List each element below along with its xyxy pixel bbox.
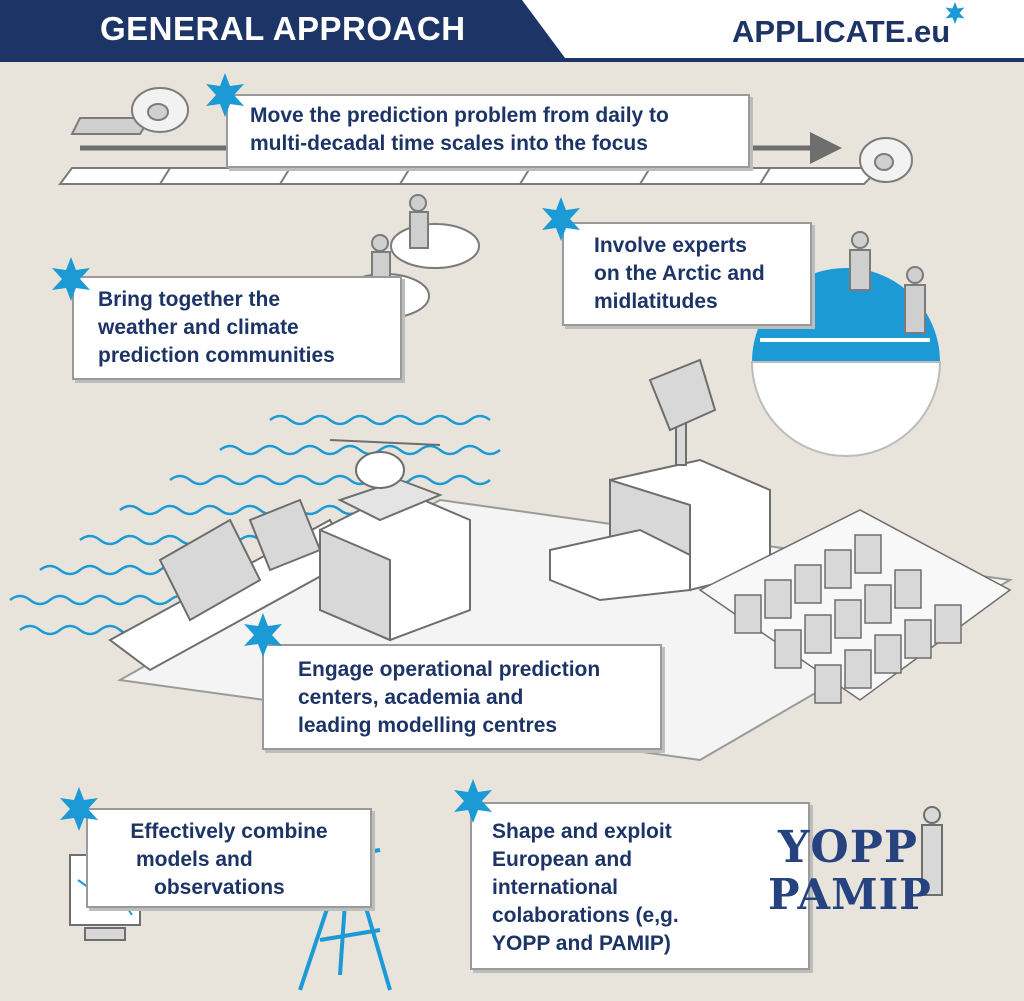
box-time-scales: Move the prediction problem from daily t… xyxy=(226,94,750,168)
page-title: GENERAL APPROACH xyxy=(100,10,466,47)
arrow-icon xyxy=(810,132,842,164)
pamip-logo: PAMIP xyxy=(768,870,932,919)
box-line: Shape and exploit xyxy=(492,820,672,843)
box-models-observations: Effectively combine models and observati… xyxy=(86,808,372,908)
film-roll-icon xyxy=(131,87,913,183)
box-line: multi-decadal time scales into the focus xyxy=(250,132,648,155)
box-line: Bring together the xyxy=(98,288,280,311)
box-line: international xyxy=(492,876,619,899)
box-line: weather and climate xyxy=(98,316,299,339)
box-line: Effectively combine xyxy=(130,820,328,843)
box-engage: Engage operational prediction centers, a… xyxy=(262,644,662,750)
star-icon xyxy=(542,197,580,241)
star-icon xyxy=(52,257,90,301)
applicate-logo: APPLICATE.eu xyxy=(732,14,951,49)
box-line: midlatitudes xyxy=(594,290,718,313)
box-experts: Involve experts on the Arctic and midlat… xyxy=(562,222,812,326)
star-icon xyxy=(244,613,282,657)
building-icon xyxy=(319,478,471,642)
box-line: Move the prediction problem from daily t… xyxy=(250,104,669,127)
server-rack-icon xyxy=(698,509,1012,704)
box-line: European and xyxy=(492,848,633,871)
box-line: Involve experts xyxy=(594,234,747,257)
box-line: models and xyxy=(136,848,253,871)
antenna-icon xyxy=(648,358,717,466)
globe-icon xyxy=(750,231,942,457)
ship-icon xyxy=(108,498,352,672)
logo-star-icon xyxy=(945,2,965,24)
star-icon xyxy=(60,787,98,831)
office-building xyxy=(549,458,771,602)
star-icon xyxy=(454,779,492,823)
star-icon xyxy=(206,73,244,117)
box-line: prediction communities xyxy=(98,344,335,367)
box-collaborations: Shape and exploit European and internati… xyxy=(470,802,810,970)
box-line: colaborations (e,g. xyxy=(492,904,679,927)
scene-illustration xyxy=(9,87,1014,991)
helicopter-icon xyxy=(329,439,441,489)
box-communities: Bring together the weather and climate p… xyxy=(72,276,402,380)
header-band xyxy=(0,0,1024,62)
box-line: on the Arctic and xyxy=(594,262,765,285)
box-line: YOPP and PAMIP) xyxy=(492,932,671,955)
box-line: leading modelling centres xyxy=(298,714,558,737)
box-line: Engage operational prediction xyxy=(298,658,601,681)
box-line: observations xyxy=(154,876,285,899)
box-line: centers, academia and xyxy=(298,686,524,709)
yopp-logo: YOPP xyxy=(778,822,918,873)
